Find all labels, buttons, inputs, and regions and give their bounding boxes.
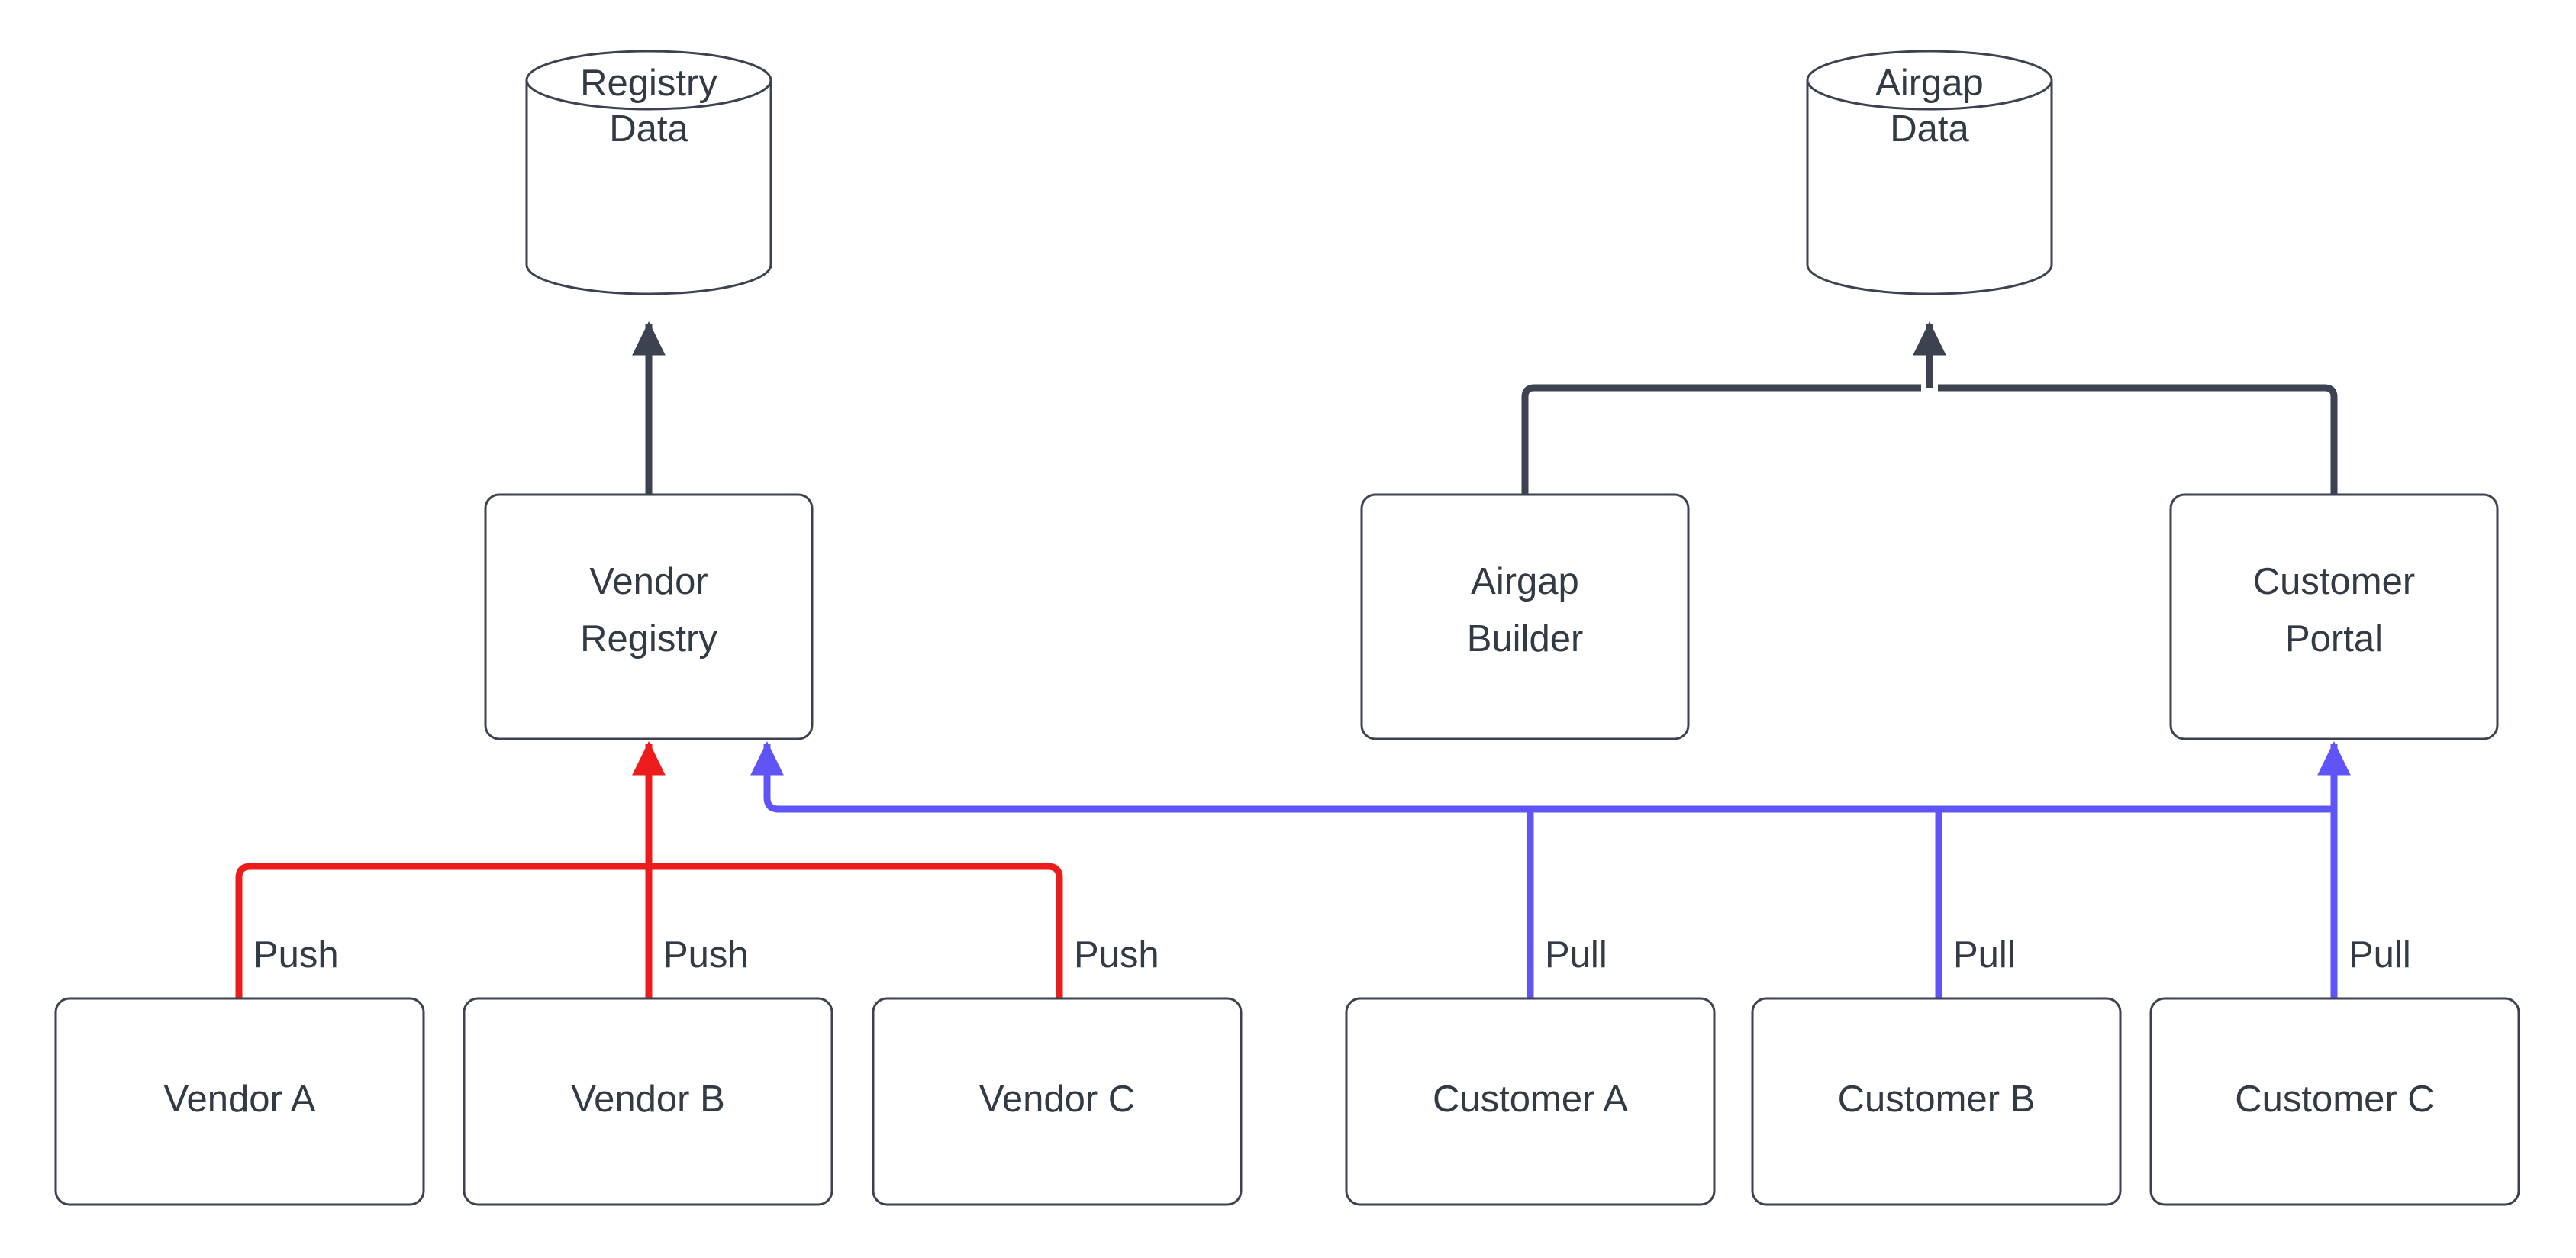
customer-c-box [2149,997,2520,1206]
registry-data-label-line1: Registry [580,63,717,104]
airgap-data-cylinder-top [1806,50,2053,111]
edge-customer-portal-to-bus [1938,384,2338,495]
edge-pull-bus-to-vendor-registry [750,740,2334,813]
vendor-registry-box [484,493,814,740]
edge-group-push [235,740,1063,998]
customer-portal-label-line2: Portal [2285,618,2383,660]
edge-airgap-builder-to-bus [1521,384,1921,495]
airgap-data-label-line2: Data [1890,108,1969,150]
edge-group-pull [750,740,2351,998]
vendor-c-box [872,997,1243,1206]
edge-label-pull-a: Pull [1545,934,1607,976]
node-customer-c[interactable]: Customer C [2149,997,2520,1206]
registry-data-cylinder-body [525,80,772,295]
airgap-builder-label-line1: Airgap [1471,561,1579,602]
vendor-registry-label-line2: Registry [580,618,717,660]
node-airgap-builder[interactable]: Airgap Builder [1360,493,1690,740]
edge-vendor-c-push [649,863,1063,998]
airgap-data-label-line1: Airgap [1875,63,1984,104]
edge-label-push-a: Push [253,934,339,976]
customer-a-label: Customer A [1433,1079,1628,1120]
airgap-builder-label-line2: Builder [1467,618,1584,660]
node-airgap-data[interactable]: Airgap Data [1806,50,2053,295]
customer-c-label: Customer C [2235,1079,2434,1120]
node-vendor-a[interactable]: Vendor A [54,997,425,1206]
vendor-a-label: Vendor A [164,1079,316,1120]
edge-group-dark [632,321,2338,495]
node-customer-b[interactable]: Customer B [1751,997,2122,1206]
edge-vendor-a-push [235,863,649,998]
node-customer-portal[interactable]: Customer Portal [2169,493,2499,740]
customer-b-label: Customer B [1838,1079,2036,1120]
registry-data-label-line2: Data [609,108,688,150]
customer-a-box [1345,997,1716,1206]
node-registry-data[interactable]: Registry Data [525,50,772,295]
node-vendor-registry[interactable]: Vendor Registry [484,493,814,740]
vendor-a-box [54,997,425,1206]
airgap-data-cylinder-body [1806,80,2053,295]
vendor-c-label: Vendor C [979,1079,1135,1120]
node-vendor-b[interactable]: Vendor B [463,997,833,1206]
registry-data-cylinder-top [525,50,772,111]
vendor-b-label: Vendor B [571,1079,725,1120]
customer-b-box [1751,997,2122,1206]
edge-label-push-b: Push [663,934,749,976]
vendor-registry-label-line1: Vendor [589,561,708,602]
vendor-b-box [463,997,833,1206]
customer-portal-box [2169,493,2499,740]
edge-label-pull-c: Pull [2349,934,2411,976]
airgap-builder-box [1360,493,1690,740]
edge-label-pull-b: Pull [1953,934,2016,976]
edge-label-group: Push Push Push Pull Pull Pull [253,934,2411,976]
node-vendor-c[interactable]: Vendor C [872,997,1243,1206]
node-customer-a[interactable]: Customer A [1345,997,1716,1206]
edge-label-push-c: Push [1074,934,1159,976]
customer-portal-label-line1: Customer [2253,561,2415,602]
